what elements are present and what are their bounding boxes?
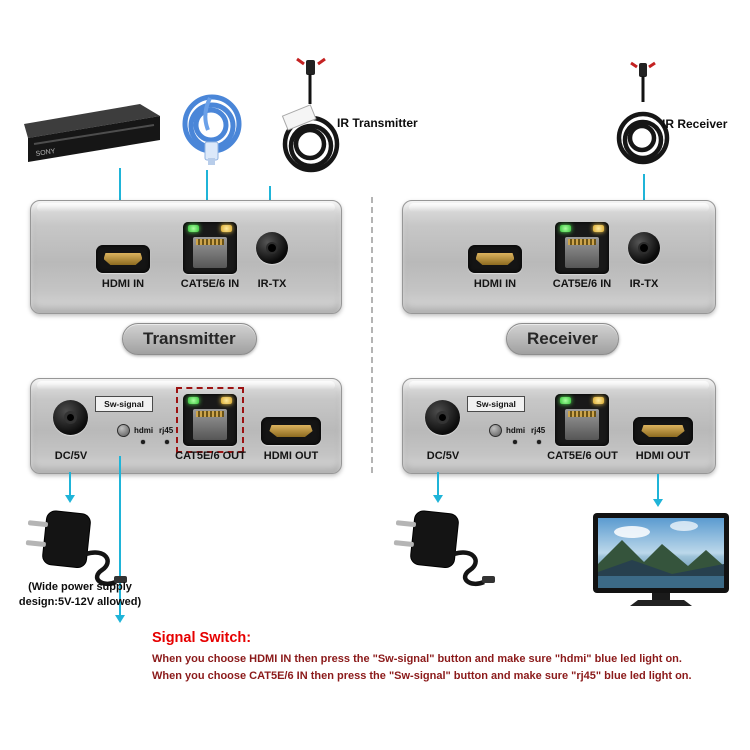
link-led-icon [560, 397, 571, 404]
dvd-brand-label: SONY [35, 148, 56, 158]
hdmi-led-icon [141, 440, 145, 444]
link-led-icon [188, 225, 199, 232]
dc-label: DC/5V [426, 450, 460, 462]
transmitter-badge: Transmitter [122, 323, 257, 355]
ir-transmitter-label: IR Transmitter [337, 116, 418, 130]
hdmi-in-port [96, 245, 150, 273]
arrow-sw-to-signal-note [115, 456, 125, 623]
sw-signal-button [117, 424, 130, 437]
signal-switch-title: Signal Switch: [152, 630, 252, 646]
activity-led-icon [593, 397, 604, 404]
cat5-out-port [555, 394, 609, 446]
ir-receiver-cable [614, 60, 672, 175]
signal-switch-line2: When you choose CAT5E/6 IN then press th… [152, 670, 692, 682]
rj45-led-label: rj45 [159, 426, 174, 435]
hdmi-led-label: hdmi [506, 426, 526, 435]
transmitter-bottom-panel: DC/5V Sw-signal hdmi rj45 CAT5E/6 OUT HD… [30, 378, 342, 474]
cat-out-highlight-box [176, 387, 244, 453]
hdmi-out-label: HDMI OUT [635, 450, 691, 462]
ir-tx-label: IR-TX [629, 278, 659, 290]
hdmi-led-label: hdmi [134, 426, 154, 435]
ir-tx-jack [256, 232, 288, 264]
sw-signal-label: Sw-signal [467, 396, 525, 412]
hdmi-out-port [633, 417, 693, 445]
receiver-bottom-panel: DC/5V Sw-signal hdmi rj45 CAT5E/6 OUT HD… [402, 378, 716, 474]
link-led-icon [188, 397, 199, 404]
hdmi-connector [475, 252, 515, 266]
cat5-in-port [555, 222, 609, 274]
sw-signal-label: Sw-signal [95, 396, 153, 412]
hdmi-in-label: HDMI IN [101, 278, 145, 290]
activity-led-icon [221, 397, 232, 404]
hdmi-connector [103, 252, 143, 266]
ir-receiver-label: IR Receiver [662, 117, 728, 131]
receiver-badge: Receiver [506, 323, 619, 355]
activity-led-icon [593, 225, 604, 232]
ethernet-cable [174, 90, 250, 170]
power-supply-note: (Wide power supply design:5V-12V allowed… [4, 580, 156, 610]
cat5-out-label: CAT5E/6 OUT [547, 450, 618, 462]
arrow-hdmi-out-to-tv [653, 474, 663, 507]
cat5-in-port [183, 222, 237, 274]
signal-switch-line1: When you choose HDMI IN then press the "… [152, 653, 682, 665]
dc-power-jack [53, 400, 88, 435]
cat5-in-label: CAT5E/6 IN [552, 278, 612, 290]
dc-label: DC/5V [54, 450, 88, 462]
rj45-pins [568, 411, 596, 417]
hdmi-led-icon [513, 440, 517, 444]
rj45-pins [196, 411, 224, 417]
power-adapter-right [382, 504, 497, 596]
hdmi-connector [641, 424, 685, 438]
cat5-out-port [183, 394, 237, 446]
rj45-led-label: rj45 [531, 426, 546, 435]
rj45-pins [568, 239, 596, 245]
link-led-icon [560, 225, 571, 232]
cat5-in-label: CAT5E/6 IN [180, 278, 240, 290]
activity-led-icon [221, 225, 232, 232]
power-supply-note-line1: (Wide power supply [28, 581, 132, 593]
cat5-out-label: CAT5E/6 OUT [175, 450, 246, 462]
ir-tx-label: IR-TX [257, 278, 287, 290]
dvd-player: SONY [22, 100, 164, 170]
rj45-pins [196, 239, 224, 245]
power-supply-note-line2: design:5V-12V allowed) [18, 596, 142, 608]
signal-switch-note: Signal Switch: When you choose HDMI IN t… [152, 630, 692, 682]
tv-display [592, 512, 730, 612]
receiver-top-panel: HDMI IN CAT5E/6 IN IR-TX [402, 200, 716, 314]
ir-transmitter-cable [280, 56, 342, 188]
arrow-dc-to-adapter-left [65, 472, 75, 503]
hdmi-out-label: HDMI OUT [263, 450, 319, 462]
arrow-dc-to-adapter-right [433, 472, 443, 503]
tx-rx-separator [371, 197, 373, 473]
power-adapter-left [14, 504, 129, 596]
hdmi-connector [269, 424, 313, 438]
transmitter-top-panel: HDMI IN CAT5E/6 IN IR-TX [30, 200, 342, 314]
dc-power-jack [425, 400, 460, 435]
hdmi-in-port [468, 245, 522, 273]
hdmi-out-port [261, 417, 321, 445]
rj45-led-icon [537, 440, 541, 444]
hdmi-in-label: HDMI IN [473, 278, 517, 290]
ir-tx-jack [628, 232, 660, 264]
sw-signal-button [489, 424, 502, 437]
rj45-led-icon [165, 440, 169, 444]
